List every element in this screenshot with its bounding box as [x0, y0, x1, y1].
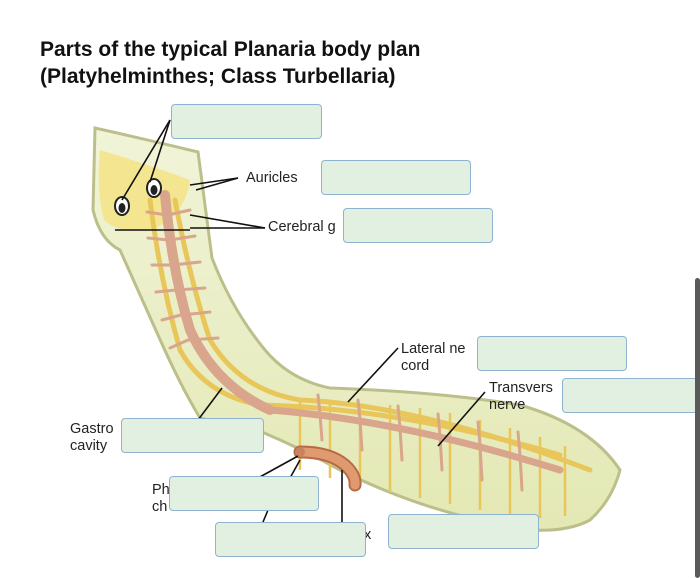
- label-lateral-nerve-line2: cord: [401, 358, 430, 374]
- label-pharynx-line1: Ph: [152, 482, 170, 498]
- label-gastro-line2: cavity: [70, 438, 108, 454]
- answer-box-1[interactable]: [171, 104, 322, 139]
- leader-lines: [115, 119, 486, 523]
- label-pharynx: Ph ch: [152, 482, 170, 516]
- answer-box-3[interactable]: [343, 208, 493, 243]
- label-gastro-line1: Gastro: [70, 421, 114, 437]
- title-line-2: (Platyhelminthes; Class Turbellaria): [40, 65, 396, 88]
- page-title: Parts of the typical Planaria body plan …: [40, 36, 420, 90]
- answer-box-9[interactable]: [388, 514, 539, 549]
- label-lateral-nerve-line1: Lateral ne: [401, 341, 466, 357]
- label-lateral-nerve: Lateral ne cord: [401, 341, 466, 375]
- label-mouth-fragment: x: [364, 527, 372, 543]
- label-pharynx-line2: ch: [152, 499, 168, 515]
- label-transverse-nerve: Transvers nerve: [489, 380, 553, 414]
- answer-box-4[interactable]: [477, 336, 627, 371]
- label-cerebral: Cerebral g: [268, 219, 336, 235]
- label-gastro-cavity: Gastro cavity: [70, 421, 114, 455]
- gastrovascular-cavity: [145, 190, 564, 492]
- label-transverse-line2: nerve: [489, 397, 526, 413]
- eyespots: [114, 178, 162, 216]
- answer-box-2[interactable]: [321, 160, 471, 195]
- answer-box-5[interactable]: [562, 378, 700, 413]
- label-auricles: Auricles: [246, 170, 298, 186]
- planaria-body: [91, 126, 622, 532]
- answer-box-7[interactable]: [169, 476, 319, 511]
- pharynx: [293, 445, 362, 492]
- title-line-1: Parts of the typical Planaria body plan: [40, 38, 421, 61]
- label-transverse-line1: Transvers: [489, 380, 553, 396]
- scrollbar[interactable]: [695, 278, 700, 578]
- answer-box-6[interactable]: [121, 418, 264, 453]
- answer-box-8[interactable]: [215, 522, 366, 557]
